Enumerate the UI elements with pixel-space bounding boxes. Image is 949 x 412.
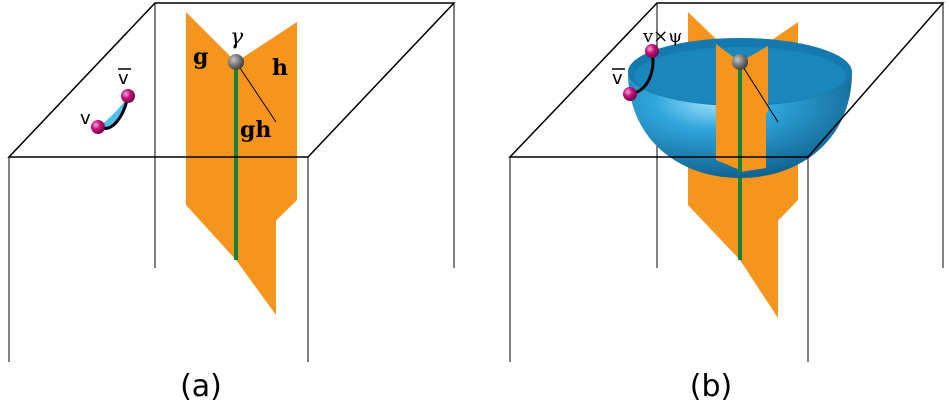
point-vbar: [623, 87, 637, 101]
gamma-vertex: [732, 54, 748, 70]
point-vpsi: [645, 44, 659, 58]
panel-a: γ g h gh v v (a): [7, 2, 456, 404]
sheet-gh: [236, 62, 276, 315]
caption-b: (b): [690, 369, 732, 404]
label-vbar: v: [612, 68, 623, 89]
sheet-gh-edge: [235, 61, 277, 123]
label-v: v: [80, 108, 91, 129]
label-gh: gh: [240, 117, 271, 143]
sheet-gh-inside: [740, 62, 766, 172]
label-h: h: [272, 55, 288, 81]
panel-b: v×ψ v (b): [508, 2, 945, 404]
label-g: g: [193, 44, 208, 70]
sheet-gh-edge: [739, 61, 779, 123]
sheet-g-inside: [716, 44, 740, 170]
caption-a: (a): [180, 369, 222, 404]
label-vpsi: v×ψ: [642, 26, 682, 47]
label-vbar: v: [118, 68, 129, 89]
point-vbar: [121, 89, 135, 103]
label-gamma: γ: [230, 25, 244, 50]
point-v: [91, 120, 105, 134]
sheet-g: [186, 12, 236, 260]
gamma-vertex: [228, 54, 244, 70]
